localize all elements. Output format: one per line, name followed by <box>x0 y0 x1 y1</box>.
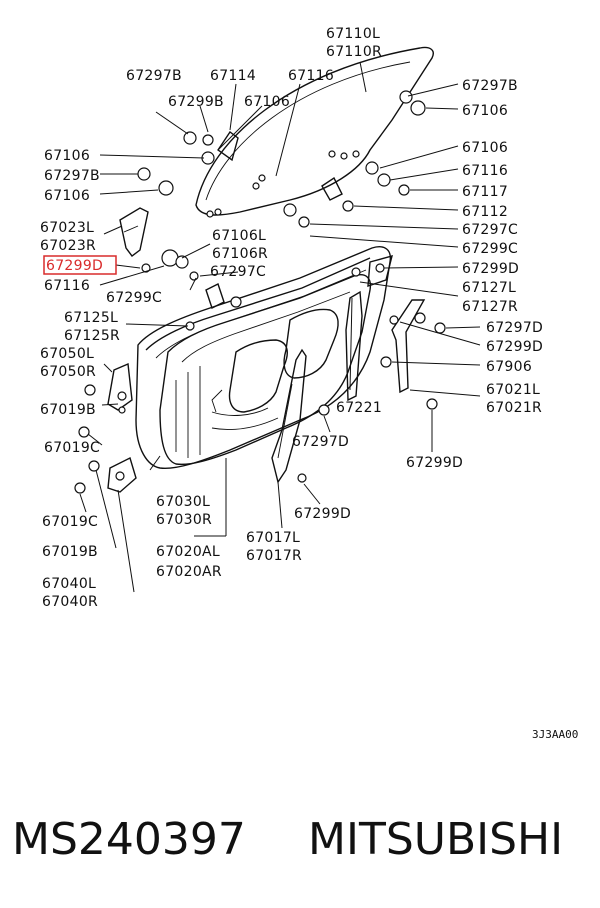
label-67297b-l: 67297B <box>44 168 100 184</box>
label-67112: 67112 <box>462 204 508 220</box>
label-67299d-highlighted: 67299D <box>46 258 103 274</box>
label-67127l: 67127L <box>462 280 516 296</box>
highlight-box <box>43 255 117 275</box>
label-67106-tr: 67106 <box>462 103 508 119</box>
label-67040l: 67040L <box>42 576 96 592</box>
leader-lines <box>79 61 481 593</box>
label-67906: 67906 <box>486 359 532 375</box>
label-67299d-r2: 67299D <box>486 339 543 355</box>
label-67114: 67114 <box>210 68 256 84</box>
window-regulator <box>271 255 426 484</box>
label-67116-l: 67116 <box>44 278 90 294</box>
label-67021r: 67021R <box>486 400 542 416</box>
label-67221: 67221 <box>336 400 382 416</box>
label-67106-r2: 67106 <box>462 140 508 156</box>
label-67017l: 67017L <box>246 530 300 546</box>
label-67297b-tl: 67297B <box>126 68 182 84</box>
label-67106r: 67106R <box>212 246 268 262</box>
label-67116-r: 67116 <box>462 163 508 179</box>
label-67019c-1: 67019C <box>44 440 100 456</box>
label-67020al: 67020AL <box>156 544 220 560</box>
label-67106-l2: 67106 <box>44 188 90 204</box>
part-labels: 67110L 67110R 67297B 67114 67116 67297B … <box>40 26 543 610</box>
label-67299b: 67299B <box>168 94 224 110</box>
label-67106l: 67106L <box>212 228 266 244</box>
label-67110r: 67110R <box>326 44 382 60</box>
fasteners <box>74 90 446 494</box>
label-67021l: 67021L <box>486 382 540 398</box>
label-67019b-1: 67019B <box>40 402 96 418</box>
label-67023r: 67023R <box>40 238 96 254</box>
door-hinges <box>107 207 149 493</box>
label-67125r: 67125R <box>64 328 120 344</box>
label-67106-l1: 67106 <box>44 148 90 164</box>
label-67299d-b: 67299D <box>406 455 463 471</box>
label-67116-t: 67116 <box>288 68 334 84</box>
label-67299d-c: 67299D <box>294 506 351 522</box>
label-67030r: 67030R <box>156 512 212 528</box>
label-67297c-c: 67297C <box>210 264 266 280</box>
label-67125l: 67125L <box>64 310 118 326</box>
label-67030l: 67030L <box>156 494 210 510</box>
label-67127r: 67127R <box>462 299 518 315</box>
door-panel <box>159 274 372 466</box>
label-67019c-2: 67019C <box>42 514 98 530</box>
label-67117: 67117 <box>462 184 508 200</box>
label-67297b-tr: 67297B <box>462 78 518 94</box>
diagram-reference-code: 3J3AA00 <box>532 728 578 741</box>
label-67299c-r: 67299C <box>462 241 518 257</box>
label-67297d-r: 67297D <box>486 320 543 336</box>
label-67297d-c: 67297D <box>292 434 349 450</box>
label-67299d-r: 67299D <box>462 261 519 277</box>
label-67019b-2: 67019B <box>42 544 98 560</box>
label-67050l: 67050L <box>40 346 94 362</box>
label-67050r: 67050R <box>40 364 96 380</box>
part-number: MS240397 <box>12 814 246 865</box>
label-67040r: 67040R <box>42 594 98 610</box>
label-67023l: 67023L <box>40 220 94 236</box>
label-67297c-r: 67297C <box>462 222 518 238</box>
label-67110l: 67110L <box>326 26 380 42</box>
label-67020ar: 67020AR <box>156 564 222 580</box>
label-67299c-l: 67299C <box>106 290 162 306</box>
label-67017r: 67017R <box>246 548 302 564</box>
brand-name: MITSUBISHI <box>308 814 563 865</box>
label-67106-tc: 67106 <box>244 94 290 110</box>
window-glass <box>195 46 434 216</box>
